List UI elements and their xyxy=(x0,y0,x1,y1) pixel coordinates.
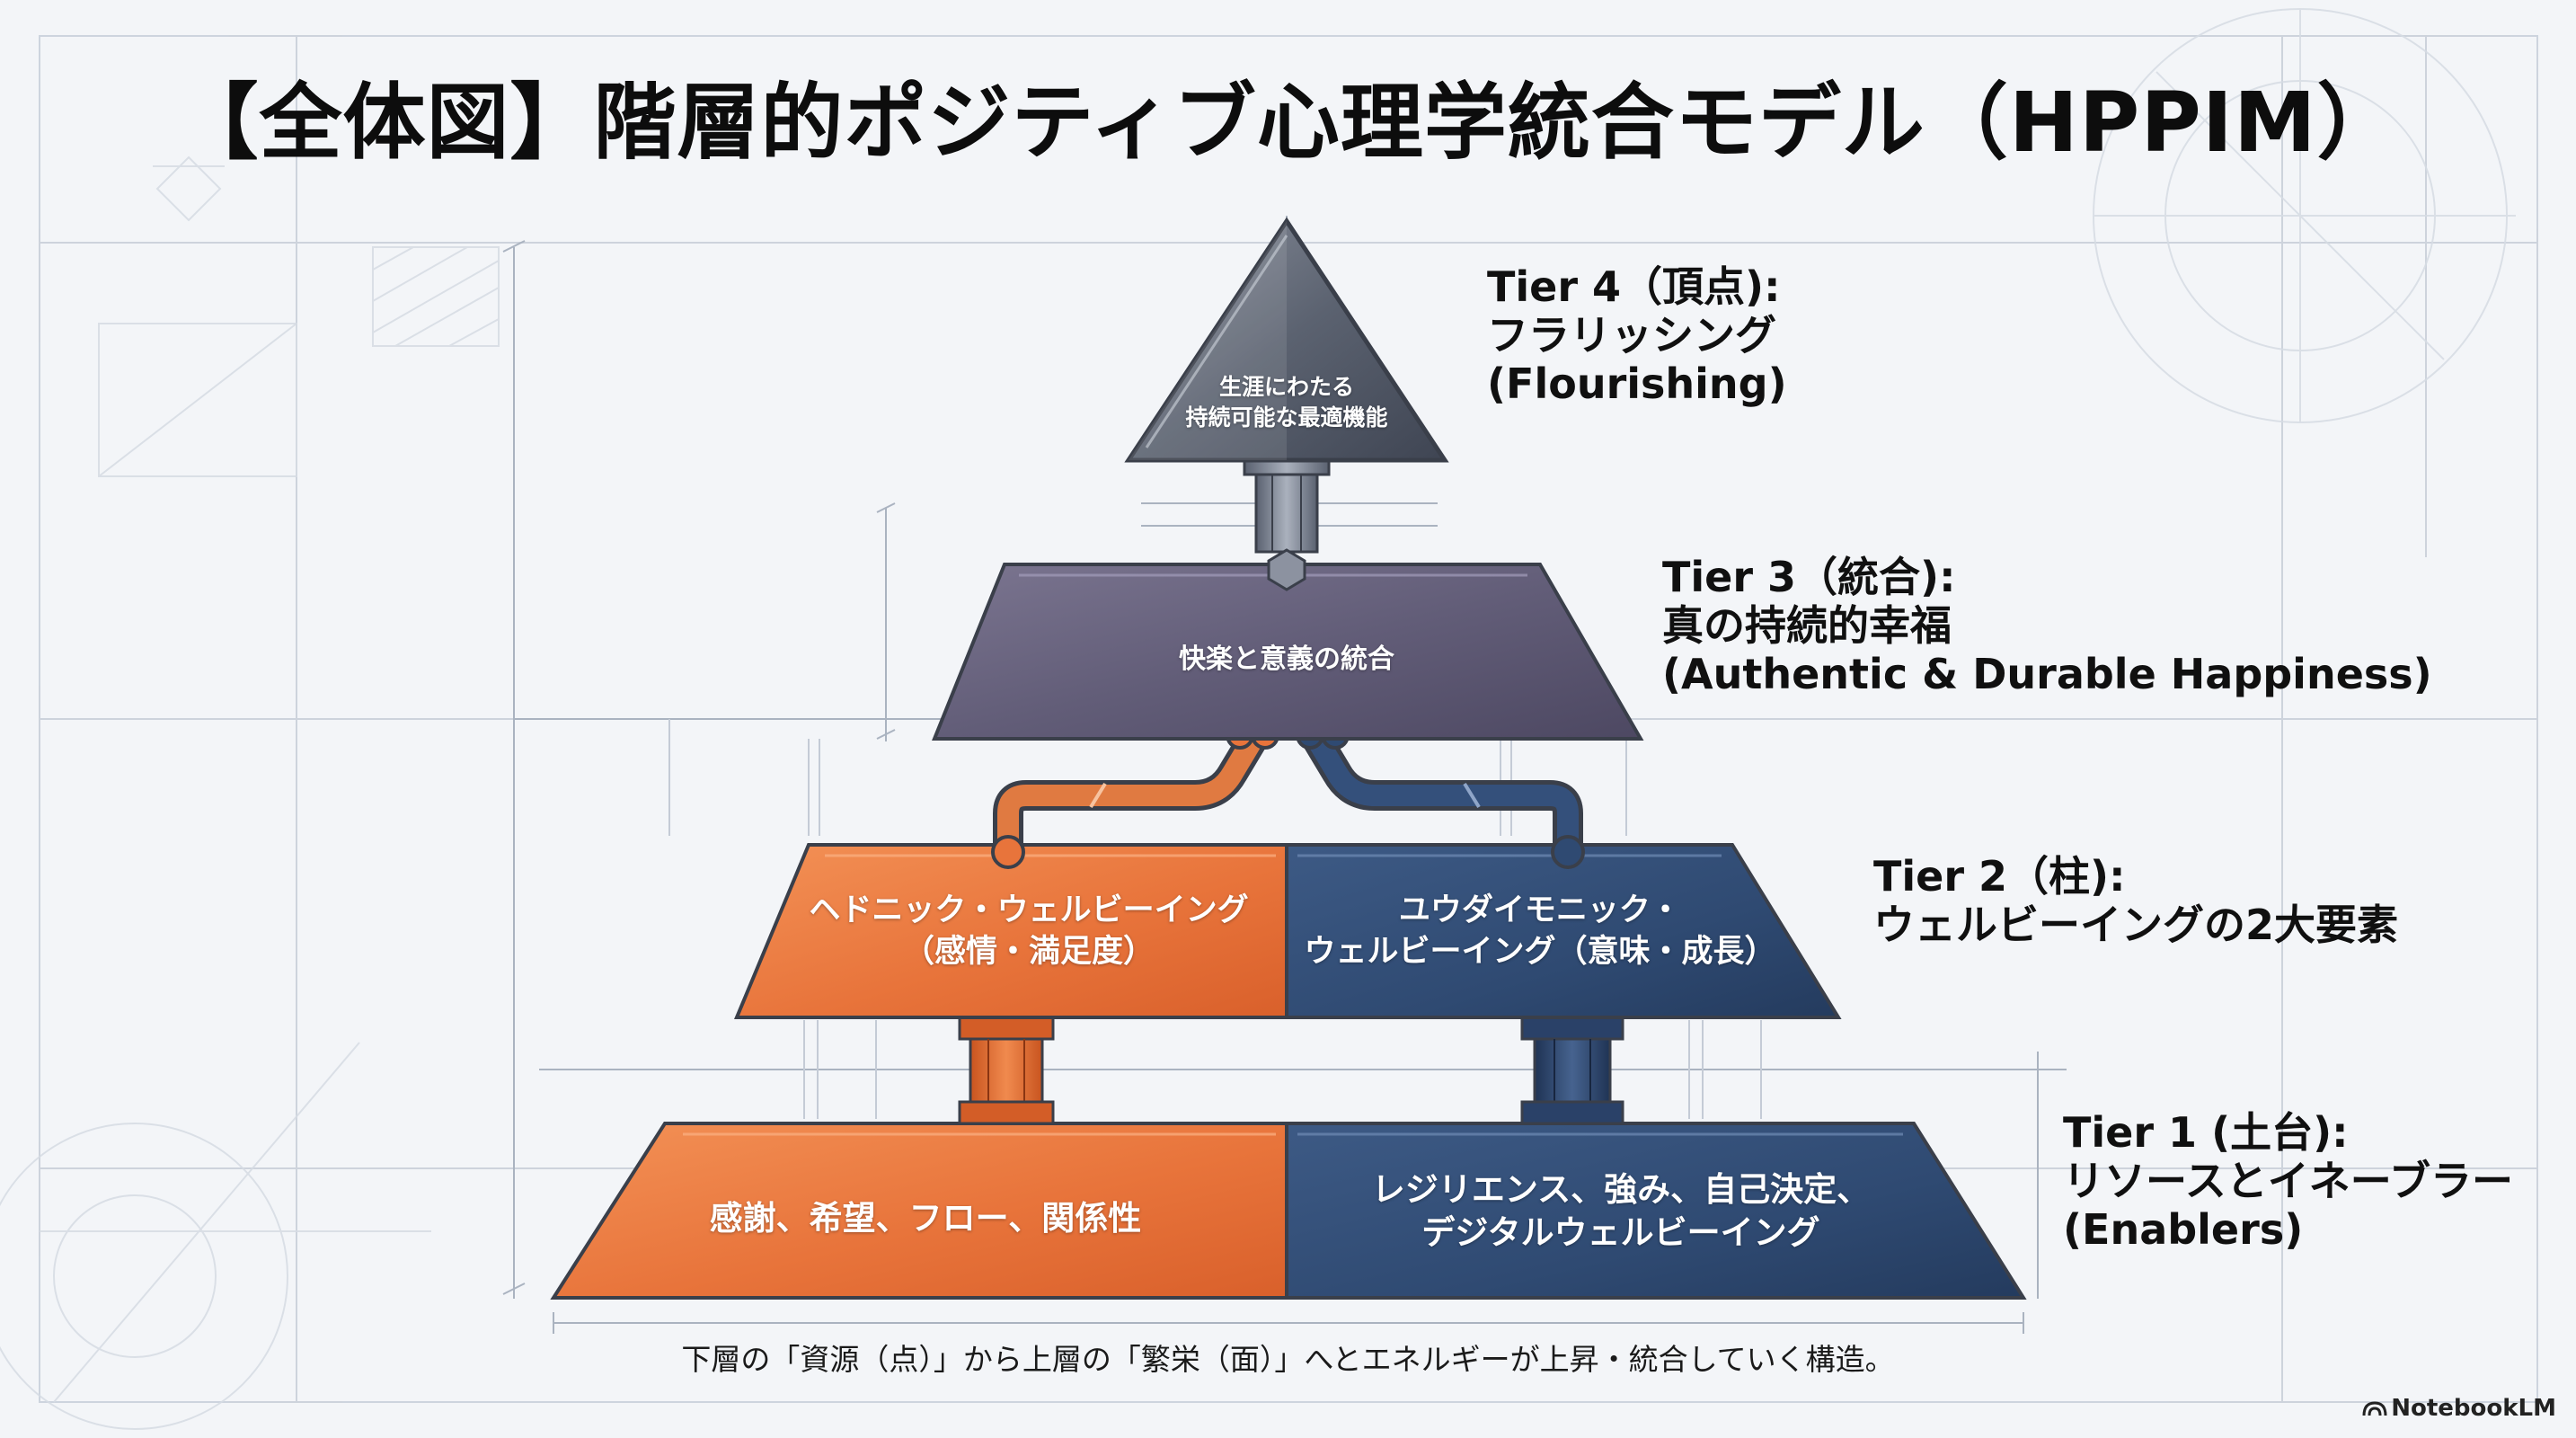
brand-name: NotebookLM xyxy=(2391,1395,2556,1422)
tier1-label-line3: (Enablers) xyxy=(2063,1205,2304,1254)
hedonic-pillar xyxy=(958,1014,1055,1125)
tier3-label-line1: Tier 3（統合): xyxy=(1662,553,1956,601)
tier2-block xyxy=(734,843,1842,1019)
tier4-label-line2: フラリッシング xyxy=(1487,311,1776,360)
tier2-label: Tier 2（柱): ウェルビーイングの2大要素 xyxy=(1873,852,2398,949)
page-title: 【全体図】階層的ポジティブ心理学統合モデル（HPPIM） xyxy=(175,75,2401,171)
tier1-right-content: レジリエンス、強み、自己決定、 デジタルウェルビーイング xyxy=(1288,1168,1953,1255)
tier4-content-line2: 持続可能な最適機能 xyxy=(1185,404,1388,431)
tier2-hedonic-line1: ヘドニック・ウェルビーイング xyxy=(809,892,1249,928)
tier2-hedonic-content: ヘドニック・ウェルビーイング （感情・満足度） xyxy=(773,890,1285,972)
tier4-label-line1: Tier 4（頂点): xyxy=(1487,262,1781,311)
tier2-eudaimonic-content: ユウダイモニック・ ウェルビーイング（意味・成長） xyxy=(1288,890,1792,972)
tier1-right-line2: デジタルウェルビーイング xyxy=(1421,1213,1820,1252)
tier3-content: 快楽と意義の統合 xyxy=(1179,644,1394,675)
tier3-integration-block xyxy=(932,563,1644,741)
tier4-content: 生涯にわたる 持続可能な最適機能 xyxy=(1152,372,1421,433)
diagram-caption: 下層の「資源（点）」から上層の「繁栄（面）」へとエネルギーが上昇・統合していく構… xyxy=(681,1342,1895,1377)
tier1-label-line1: Tier 1 (土台): xyxy=(2063,1108,2349,1157)
notebooklm-logo-icon xyxy=(2362,1401,2387,1416)
tier4-label-line3: (Flourishing) xyxy=(1487,360,1787,408)
hedonic-energy-pipe xyxy=(991,721,1279,869)
tier2-label-line2: ウェルビーイングの2大要素 xyxy=(1873,901,2399,949)
tier2-eudaimonic-line2: ウェルビーイング（意味・成長） xyxy=(1304,934,1776,970)
tier1-label: Tier 1 (土台): リソースとイネーブラー (Enablers) xyxy=(2063,1108,2513,1254)
tier3-label-line2: 真の持続的幸福 xyxy=(1662,601,1952,650)
tier4-apex xyxy=(1124,217,1449,463)
tier4-apex-pyramid xyxy=(1124,217,1449,463)
tier1-left-content: 感謝、希望、フロー、関係性 xyxy=(709,1199,1142,1238)
tier3-block xyxy=(932,563,1644,741)
eudaimonic-pillar xyxy=(1520,1014,1624,1125)
tier3-label-line3: (Authentic & Durable Happiness) xyxy=(1662,650,2432,698)
tier2-hedonic-line2: （感情・満足度） xyxy=(902,934,1155,970)
tier1-right-line1: レジリエンス、強み、自己決定、 xyxy=(1371,1170,1871,1209)
tier4-label: Tier 4（頂点): フラリッシング (Flourishing) xyxy=(1487,262,1787,408)
tier3-label: Tier 3（統合): 真の持続的幸福 (Authentic & Durable… xyxy=(1662,553,2432,698)
tier1-label-line2: リソースとイネーブラー xyxy=(2063,1157,2513,1205)
tier2-label-line1: Tier 2（柱): xyxy=(1873,852,2126,901)
brand-watermark: NotebookLM xyxy=(2362,1395,2556,1422)
tier1-base-block xyxy=(550,1122,2027,1300)
tier2-eudaimonic-line1: ユウダイモニック・ xyxy=(1398,892,1682,928)
tier4-content-line1: 生涯にわたる xyxy=(1218,374,1354,400)
tier2-eudaimonic-block xyxy=(1285,843,1842,1019)
